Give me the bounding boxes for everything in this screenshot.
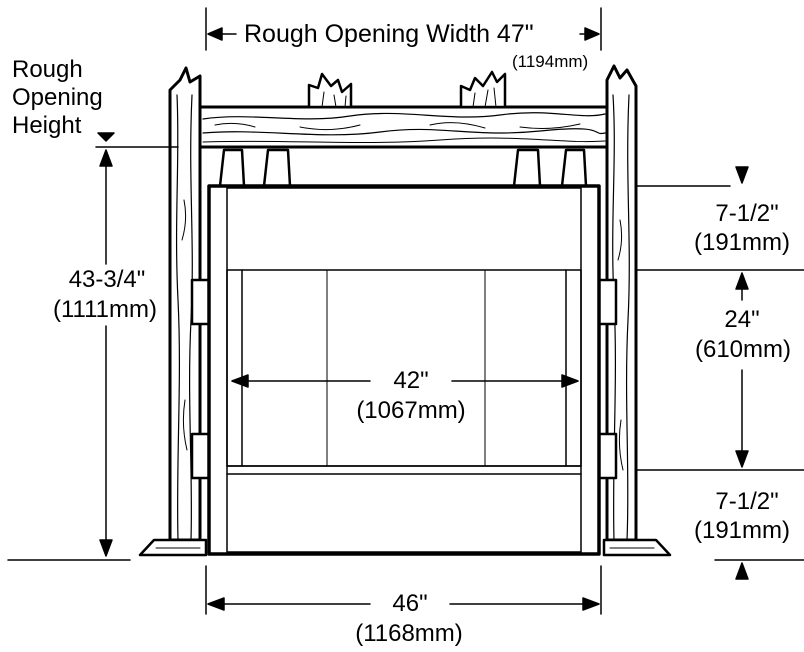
cripple-stud-left	[307, 72, 353, 109]
fireplace-unit	[207, 184, 601, 556]
top-gap-inches-label: 7-1/2"	[715, 200, 779, 227]
rough-opening-height-label-2: Opening	[12, 84, 103, 111]
dim-rough-opening-width	[205, 7, 602, 51]
top-standoffs	[218, 148, 588, 188]
height-mm-label: (1111mm)	[52, 296, 157, 323]
rough-opening-height-label-1: Rough	[12, 56, 83, 83]
dim-rough-opening-height	[7, 132, 179, 561]
dim-inner-width	[231, 374, 579, 388]
dim-right-vertical	[635, 166, 804, 580]
bottom-gap-mm-label: (191mm)	[693, 517, 790, 544]
inner-width-mm-label: (1067mm)	[356, 397, 466, 424]
rough-opening-width-label: Rough Opening Width 47"	[244, 20, 534, 48]
cripple-stud-right	[459, 70, 507, 109]
outer-width-mm-label: (1168mm)	[355, 620, 463, 647]
dim-outer-width	[205, 565, 602, 615]
bottom-gap-inches-label: 7-1/2"	[715, 488, 779, 515]
top-gap-mm-label: (191mm)	[693, 229, 790, 256]
rough-opening-height-label-3: Height	[12, 112, 82, 139]
opening-height-mm-label: (610mm)	[694, 336, 791, 363]
outer-width-inches-label: 46"	[392, 590, 428, 617]
left-stud	[138, 66, 208, 557]
height-inches-label: 43-3/4"	[68, 266, 146, 293]
inner-width-inches-label: 42"	[393, 367, 429, 394]
header-beam	[197, 105, 611, 149]
rough-opening-width-mm-label: (1194mm)	[512, 52, 589, 71]
opening-height-inches-label: 24"	[724, 306, 760, 333]
